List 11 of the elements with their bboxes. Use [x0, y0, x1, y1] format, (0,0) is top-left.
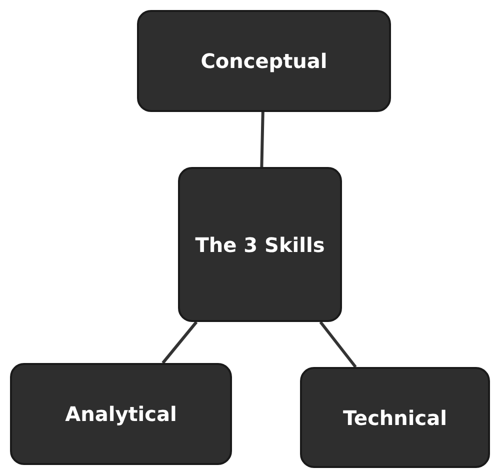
skill-label: Conceptual — [200, 49, 328, 73]
connector-line — [162, 321, 198, 364]
connector-line — [260, 112, 264, 168]
skill-box — [137, 10, 391, 112]
skill-label: The 3 Skills — [195, 232, 325, 256]
skill-label: Analytical — [65, 402, 177, 426]
skill-box — [10, 363, 232, 465]
skill-box — [178, 167, 342, 322]
connector-line — [319, 321, 357, 368]
skill-box — [300, 367, 490, 468]
skill-label: Technical — [343, 406, 447, 430]
